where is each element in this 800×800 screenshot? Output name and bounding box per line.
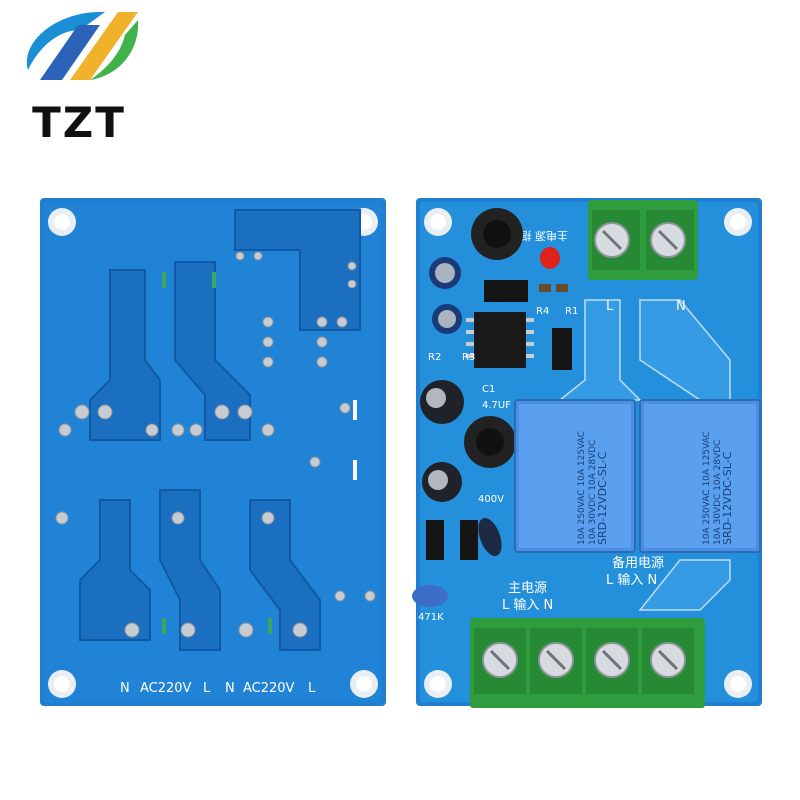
- label-r2: R2: [428, 352, 441, 363]
- left-board-silkscreen: N AC220V L N AC220V L: [120, 681, 316, 696]
- relay-1-rating-1: 10A 250VAC 10A 125VAC: [577, 431, 587, 545]
- smd-diode: [484, 280, 528, 302]
- ic-chip: [474, 312, 526, 368]
- backup-input-label: L 输入 N: [606, 572, 657, 588]
- top-terminal-block: [588, 200, 698, 280]
- label-r4: R4: [536, 306, 549, 317]
- silk-l2: L: [308, 681, 316, 696]
- label-4-7uf: 4.7UF: [482, 400, 511, 411]
- label-471k: 471K: [418, 612, 444, 623]
- label-r3: R3: [462, 352, 475, 363]
- label-c1: C1: [482, 384, 495, 395]
- relay-2-model: SRD-12VDC-SL-C: [721, 451, 734, 545]
- top-terminal-l: L: [606, 299, 614, 314]
- led-icon: [540, 247, 560, 269]
- disc-capacitor: [412, 585, 448, 607]
- smd-component: [552, 328, 572, 370]
- tzt-logo: TZT: [0, 0, 160, 150]
- relay-1-rating-2: 10A 30VDC 10A 28VDC: [588, 440, 598, 545]
- silk-ac220v-1: AC220V: [140, 681, 192, 696]
- screw-icon: [538, 642, 574, 678]
- tzt-logo-mark: [26, 11, 139, 80]
- main-input-label: L 输入 N: [502, 597, 553, 613]
- smd-diode: [426, 520, 444, 560]
- bottom-terminal-block: [470, 618, 705, 708]
- silk-n1: N: [120, 681, 130, 696]
- silk-n2: N: [225, 681, 235, 696]
- logo-text: TZT: [32, 98, 126, 147]
- relay-1: SRD-12VDC-SL-C 10A 250VAC 10A 125VAC 10A…: [514, 399, 636, 553]
- screw-icon: [482, 642, 518, 678]
- screw-icon: [594, 642, 630, 678]
- screw-icon: [650, 642, 686, 678]
- relay-2: SRD-12VDC-SL-C 10A 250VAC 10A 125VAC 10A…: [639, 399, 761, 553]
- backup-power-label: 备用电源: [612, 555, 664, 571]
- left-pcb-board: N AC220V L N AC220V L: [40, 198, 386, 706]
- smd-diode: [460, 520, 478, 560]
- top-terminal-n: N: [676, 299, 686, 314]
- relay-2-rating-2: 10A 30VDC 10A 28VDC: [713, 440, 723, 545]
- silk-l1: L: [203, 681, 211, 696]
- main-power-label: 主电源: [508, 581, 547, 596]
- relay-2-rating-1: 10A 250VAC 10A 125VAC: [702, 431, 712, 545]
- silk-ac220v-2: AC220V: [243, 681, 295, 696]
- right-pcb-board: L N 主电源 指示灯 R4 R1 R2 R3 C1 4.7UF: [412, 198, 762, 708]
- mounting-hole: [424, 208, 752, 698]
- relay-1-model: SRD-12VDC-SL-C: [596, 451, 609, 545]
- label-r1: R1: [565, 306, 578, 317]
- label-400v: 400V: [478, 494, 504, 505]
